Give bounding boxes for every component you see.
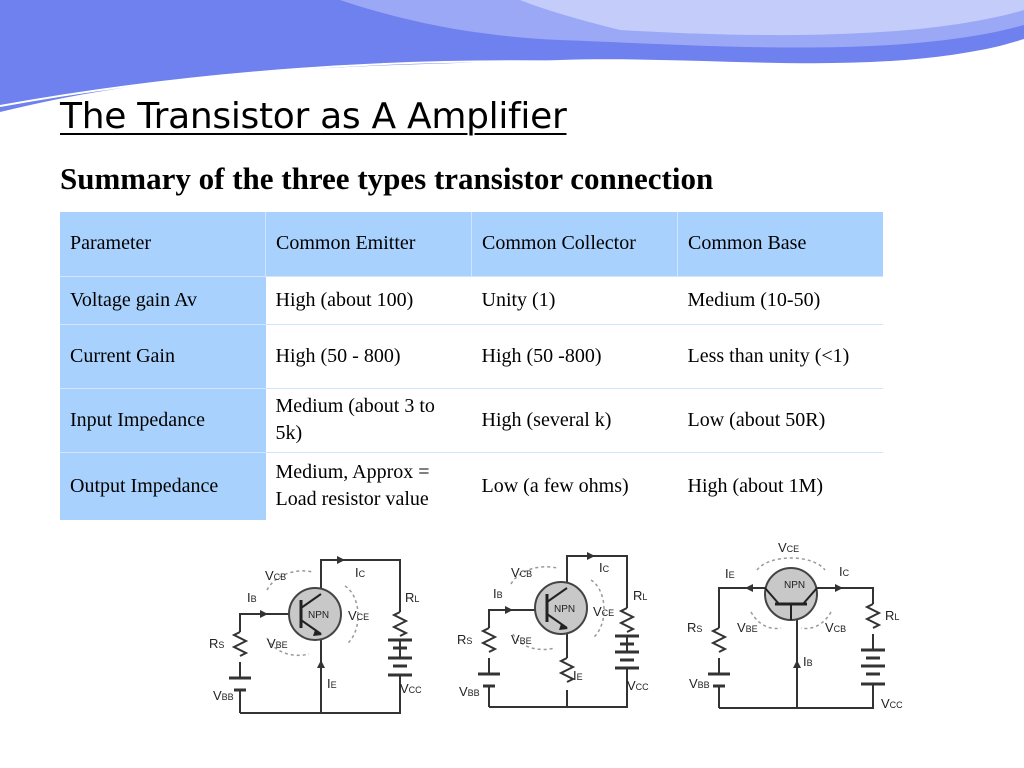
ib-label: IB [493, 586, 503, 601]
header-cell: Parameter [60, 212, 266, 277]
table-row: Input Impedance Medium (about 3 to 5k) H… [60, 388, 883, 453]
vbe-label: VBE [737, 620, 758, 635]
common-collector-circuit-diagram: NPN VCB IC IB RL VCE RS VBE IE VCC VBB [457, 552, 649, 708]
ie-label: IE [573, 668, 583, 683]
rs-label: RS [209, 636, 224, 651]
vcc-label: VCC [627, 678, 649, 693]
ib-label: IB [247, 590, 257, 605]
table-cell: High (50 - 800) [265, 324, 472, 389]
table-header-row: Parameter Common Emitter Common Collecto… [60, 212, 883, 277]
transistor-label: NPN [308, 610, 329, 621]
table-cell: Unity (1) [471, 276, 678, 325]
ic-label: IC [839, 564, 850, 579]
ie-label: IE [327, 676, 337, 691]
vcb-label: VCB [511, 565, 532, 580]
rl-label: RL [885, 608, 899, 623]
table-cell: High (about 1M) [687, 474, 824, 497]
ie-label: IE [725, 566, 735, 581]
table-cell: High (50 -800) [471, 324, 678, 389]
vcb-label: VCB [825, 620, 846, 635]
vce-label: VCE [348, 608, 369, 623]
parameter-cell: Output Impedance [60, 452, 266, 520]
vbb-label: VBB [459, 684, 480, 699]
table-cell: Medium, Approx = Load resistor value [275, 461, 430, 511]
table-cell: Less than unity (<1) [677, 324, 883, 389]
rl-label: RL [405, 590, 419, 605]
vcc-label: VCC [881, 696, 903, 711]
vce-label: VCE [778, 540, 799, 555]
common-base-circuit-diagram: NPN VCE IE IC RS VBE VCB RL IB VBB VCC [687, 540, 903, 711]
rs-label: RS [687, 620, 702, 635]
vcb-label: VCB [265, 568, 286, 583]
table-cell: Medium (10-50) [677, 276, 883, 325]
table-row: Current Gain High (50 - 800) High (50 -8… [60, 324, 883, 389]
header-cell: Common Emitter [265, 212, 472, 277]
transistor-label: NPN [784, 580, 805, 591]
table-cell: Medium (about 3 to 5k) [265, 388, 472, 453]
table-cell: High (about 100) [265, 276, 472, 325]
table-cell: Low (a few ohms) [481, 474, 629, 497]
rs-label: RS [457, 632, 472, 647]
header-cell: Common Collector [471, 212, 678, 277]
header-cell: Common Base [677, 212, 883, 277]
vcc-label: VCC [400, 681, 422, 696]
table-cell: High (several k) [471, 388, 678, 453]
table-cell: Low (about 50R) [677, 388, 883, 453]
ib-label: IB [803, 654, 813, 669]
ic-label: IC [599, 560, 610, 575]
table-row: Voltage gain Av High (about 100) Unity (… [60, 276, 883, 325]
parameter-cell: Current Gain [60, 324, 266, 389]
vbb-label: VBB [689, 676, 710, 691]
ic-label: IC [355, 565, 366, 580]
header-banner [0, 0, 1024, 112]
comparison-table: Parameter Common Emitter Common Collecto… [60, 212, 883, 520]
transistor-label: NPN [554, 604, 575, 615]
vce-label: VCE [593, 604, 614, 619]
rl-label: RL [633, 588, 647, 603]
slide-title: The Transistor as A Amplifier [60, 96, 567, 137]
parameter-cell: Voltage gain Av [60, 276, 266, 325]
common-emitter-circuit-diagram: NPN VCB IC IB RL VCE RS VBE IE VCC VBB [209, 556, 422, 714]
slide-subtitle: Summary of the three types transistor co… [60, 161, 714, 196]
vbe-label: VBE [511, 632, 532, 647]
vbe-label: VBE [267, 636, 288, 651]
parameter-cell: Input Impedance [60, 388, 266, 453]
table-row: Output Impedance Medium, Approx = Load r… [60, 452, 883, 520]
vbb-label: VBB [213, 688, 234, 703]
